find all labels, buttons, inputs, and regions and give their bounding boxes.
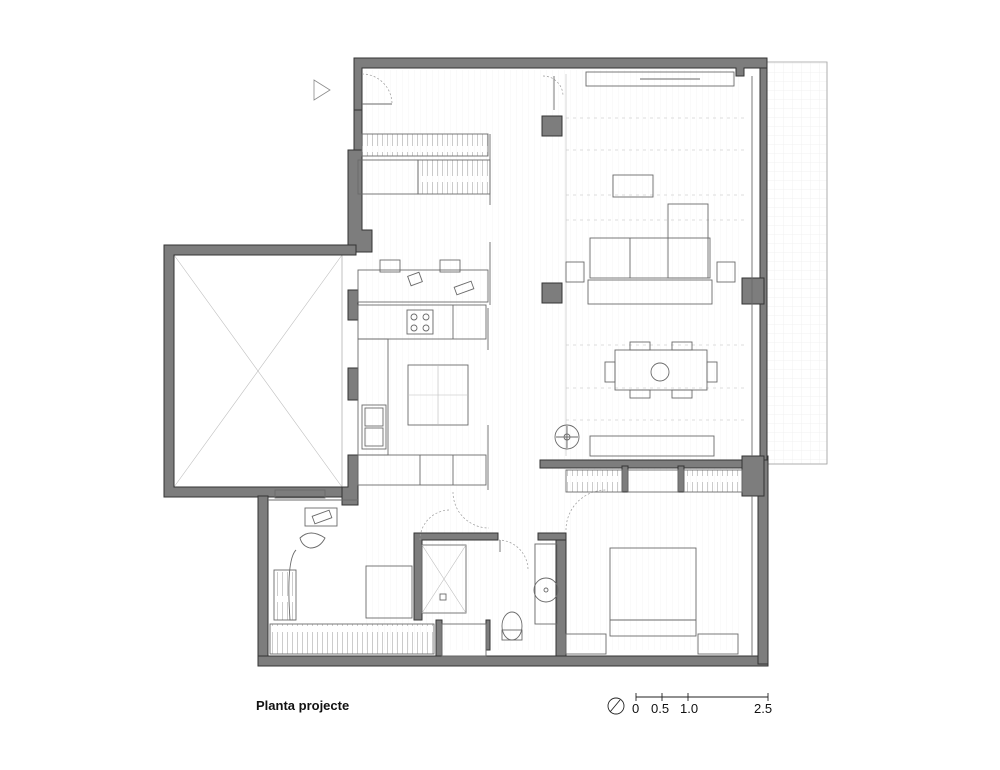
fan-icon <box>554 424 580 450</box>
scale-label-1-0: 1.0 <box>680 701 699 716</box>
walls <box>163 57 769 667</box>
scale-bar <box>635 693 769 701</box>
columns <box>541 115 765 497</box>
basin-icon <box>533 577 559 603</box>
plan-title: Planta projecte <box>256 698 350 713</box>
entry-door <box>313 73 393 105</box>
laptop-icon-2 <box>311 509 333 525</box>
scale-label-0: 0 <box>632 701 640 716</box>
bed-icon <box>609 547 697 637</box>
toilet-icon <box>501 611 523 641</box>
dining-table-icon <box>604 341 718 399</box>
second-study <box>268 489 451 655</box>
kitchen <box>357 304 490 529</box>
terrace <box>757 61 828 465</box>
scale-label-0-5: 0.5 <box>651 701 670 716</box>
north-arrow-icon <box>607 697 625 715</box>
bathroom <box>421 539 559 657</box>
chair-icon <box>407 271 423 287</box>
living-room <box>542 71 746 457</box>
chair-icon-2 <box>299 532 326 549</box>
patio <box>173 254 343 488</box>
sofa-icon <box>587 203 713 305</box>
study <box>357 133 491 305</box>
sink-icon <box>361 404 387 450</box>
shower-icon <box>421 544 467 614</box>
bedroom <box>565 469 753 656</box>
scale-label-2-5: 2.5 <box>754 701 773 716</box>
laptop-icon <box>453 280 475 296</box>
entry-arrow-icon <box>313 79 331 101</box>
cooktop-icon <box>406 309 434 335</box>
